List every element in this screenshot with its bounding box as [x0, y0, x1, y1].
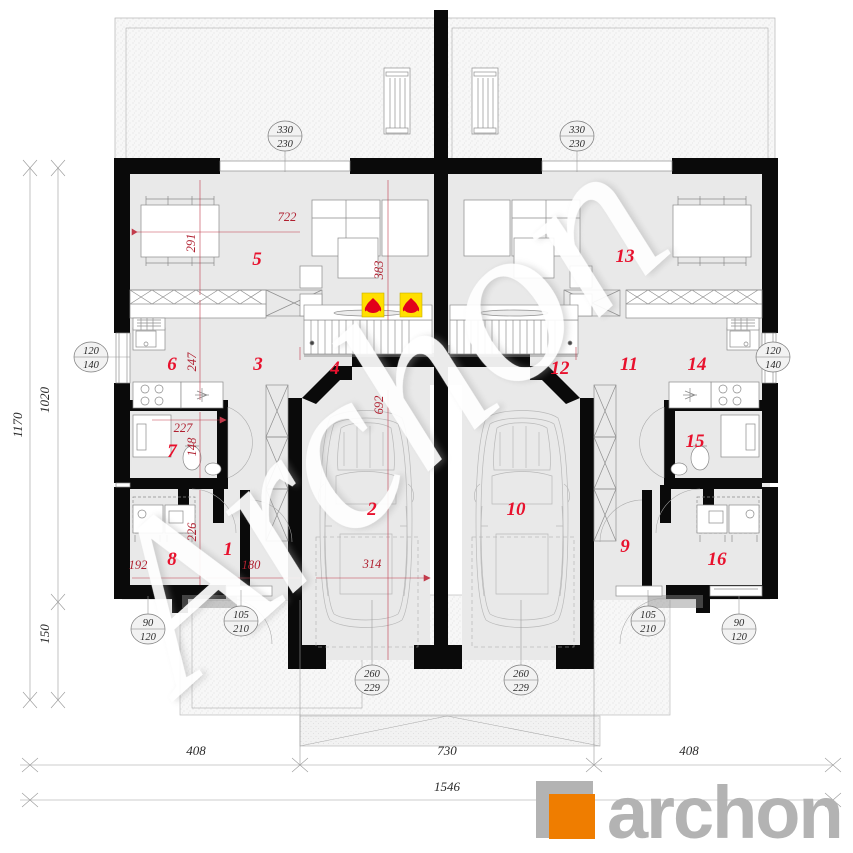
dim-291: 291: [184, 234, 198, 253]
parking-outline: [315, 536, 575, 648]
dim-314: 314: [362, 557, 382, 571]
svg-text:230: 230: [569, 139, 586, 150]
dim-247: 247: [185, 352, 199, 372]
room-label-8: 8: [167, 549, 177, 570]
fireplace-markers: [361, 292, 423, 318]
archon-logo: archon: [536, 771, 844, 853]
dim-left-1020: 1020: [37, 387, 52, 414]
opening-tag-d-r: 105 210: [630, 590, 666, 637]
room-label-7: 7: [167, 441, 178, 462]
outer-dimension-labels: 408 730 408 1546 1170 1020 150: [10, 387, 699, 795]
svg-text:105: 105: [640, 610, 656, 621]
room-label-12: 12: [551, 358, 571, 379]
room-label-6: 6: [167, 354, 177, 375]
dim-722: 722: [278, 210, 297, 224]
dim-692: 692: [372, 396, 386, 415]
room-label-3: 3: [252, 354, 263, 375]
red-dimension-lines: [131, 180, 577, 660]
room-label-14: 14: [688, 354, 707, 375]
opening-tag-w-r: 120 140: [755, 341, 791, 373]
flame-icon-left: [361, 292, 385, 318]
dim-bottom-408-right: 408: [679, 743, 699, 758]
svg-text:120: 120: [765, 346, 782, 357]
svg-text:90: 90: [143, 618, 154, 629]
car-left: [318, 410, 414, 628]
svg-text:330: 330: [568, 125, 586, 136]
svg-text:120: 120: [140, 632, 157, 643]
archon-logo-mark: [536, 781, 595, 839]
dim-192: 192: [129, 558, 148, 572]
opening-tag-d-bl: 90 120: [130, 596, 166, 645]
room-label-15: 15: [686, 431, 706, 452]
opening-tag-d-br: 90 120: [721, 596, 757, 645]
svg-text:260: 260: [513, 669, 530, 680]
dim-148: 148: [185, 437, 199, 457]
room-label-1: 1: [223, 539, 233, 560]
svg-text:260: 260: [364, 669, 381, 680]
svg-text:90: 90: [734, 618, 745, 629]
opening-tag-w-tl: 330 230: [267, 120, 303, 172]
dim-bottom-408-left: 408: [186, 743, 206, 758]
room-label-13: 13: [616, 246, 635, 267]
svg-text:229: 229: [364, 683, 381, 694]
room-label-9: 9: [620, 536, 630, 557]
svg-text:229: 229: [513, 683, 530, 694]
dim-bottom-1546: 1546: [434, 779, 461, 794]
red-dimension-labels: 722 291 383 247 227 148 226 192 180 692 …: [129, 210, 386, 572]
archon-logo-text: archon: [607, 771, 842, 853]
svg-text:140: 140: [765, 360, 782, 371]
opening-tag-g-r: 260 229: [503, 600, 539, 696]
svg-text:210: 210: [233, 624, 250, 635]
svg-text:140: 140: [83, 360, 100, 371]
room-label-5: 5: [252, 249, 262, 270]
room-number-labels: 1 2 3 4 5 6 7 8 9 10 11 12 13 14 15 16: [167, 246, 727, 570]
dim-left-1170: 1170: [10, 412, 25, 438]
flame-icon-right: [399, 292, 423, 318]
svg-text:330: 330: [276, 125, 294, 136]
opening-tags: 330 230 330 230 120 140 120 140: [73, 120, 791, 696]
dim-bottom-730: 730: [437, 743, 457, 758]
left-unit-furniture: [129, 196, 433, 645]
svg-text:230: 230: [277, 139, 294, 150]
right-unit-furniture: [449, 196, 763, 645]
svg-text:120: 120: [83, 346, 100, 357]
room-label-2: 2: [366, 499, 377, 520]
dim-left-150: 150: [37, 624, 52, 644]
dim-383: 383: [372, 261, 386, 281]
opening-tag-d-l: 105 210: [223, 590, 259, 637]
svg-text:120: 120: [731, 632, 748, 643]
outer-dimension-lines: [20, 159, 842, 808]
room-label-4: 4: [329, 358, 340, 379]
svg-text:105: 105: [233, 610, 249, 621]
dim-226: 226: [185, 522, 199, 542]
dim-180: 180: [242, 558, 262, 572]
opening-tag-w-l: 120 140: [73, 341, 130, 373]
opening-tag-w-tr: 330 230: [559, 120, 595, 172]
opening-tag-g-l: 260 229: [354, 600, 390, 696]
svg-text:210: 210: [640, 624, 657, 635]
room-label-16: 16: [708, 549, 728, 570]
dim-227: 227: [174, 421, 194, 435]
room-label-11: 11: [620, 354, 638, 375]
room-label-10: 10: [507, 499, 527, 520]
car-right: [474, 410, 570, 628]
